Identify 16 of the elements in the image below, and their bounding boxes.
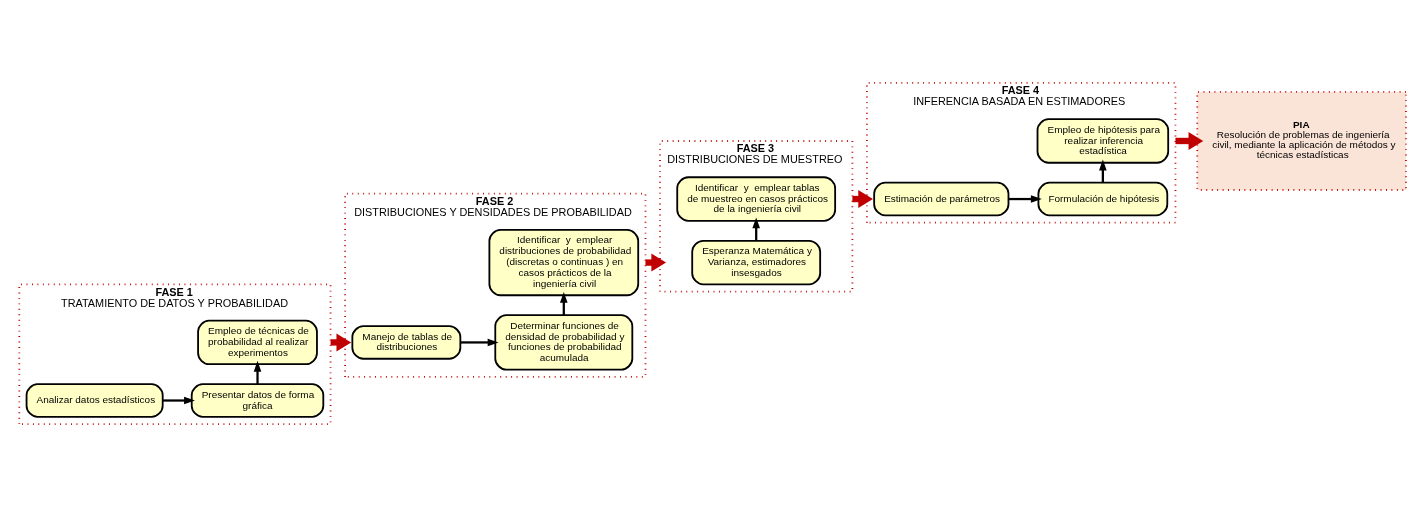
arrow: [253, 360, 262, 385]
node-box: Presentar datos de forma gráfica: [190, 383, 325, 418]
node-box: Esperanza Matemática y Varianza, estimadores insesgados: [691, 239, 822, 286]
node-box: Formulación de hipótesis: [1037, 181, 1169, 217]
node-box: Analizar datos estadísticos: [25, 383, 164, 418]
node-box: Manejo de tablas de distribuciones: [351, 325, 462, 360]
node-box: Identificar y emplear distribuciones de probabilidad (discretas o continuas ) en casos prácticos de la ingeniería civil: [488, 229, 640, 297]
arrow: [1008, 195, 1042, 203]
arrow: [162, 396, 195, 405]
arrow: [460, 338, 499, 347]
node-box: PIA Resolución de problemas de ingeniería civil, mediante la aplicación de métodos y técnicas estadísticas: [1196, 91, 1407, 191]
node-box: Identificar y emplear tablas de muestreo en casos prácticos de la ingeniería civil: [676, 176, 837, 222]
node-box: Determinar funciones de densidad de probabilidad y funciones de probabilidad acumulada: [494, 314, 634, 371]
node-box: Estimación de parámetros: [873, 181, 1010, 217]
node-box: Empleo de técnicas de probabilidad al realizar experimentos: [197, 319, 318, 366]
node-box: Empleo de hipótesis para realizar inferencia estadística: [1036, 118, 1170, 164]
